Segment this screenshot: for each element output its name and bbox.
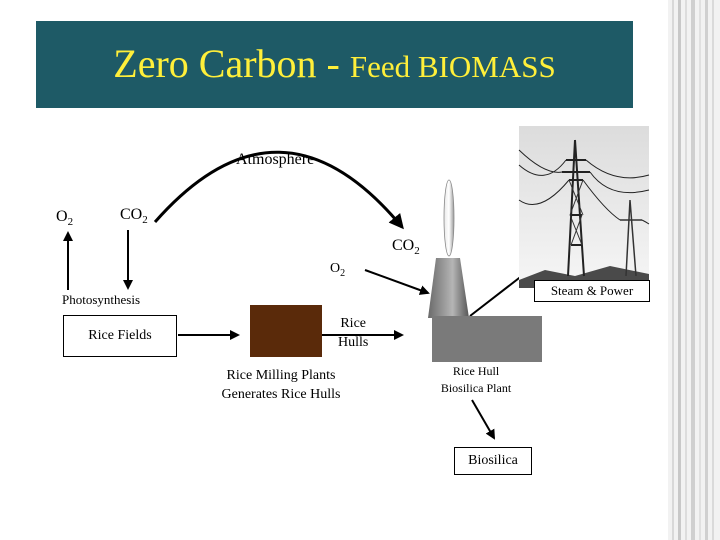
decorative-stripes [668,0,720,540]
arrow-to-biosilica [471,399,496,440]
label-co2-left: CO2 [120,206,148,227]
label-o2-mid: O2 [330,261,346,279]
label-atmosphere: Atmosphere [236,151,315,168]
label-rice-hulls: Rice Hulls [338,316,369,350]
rice-fields-label: Rice Fields [88,328,152,343]
biosilica-box: Biosilica [454,447,532,475]
biosilica-plant-building [432,316,542,362]
cooling-tower [428,258,469,318]
label-rice-milling: Rice Milling Plants Generates Rice Hulls [221,368,341,402]
arrow-o2-to-plant [364,269,430,295]
biosilica-label: Biosilica [468,453,518,468]
steam-power-box: Steam & Power [534,280,650,302]
label-o2-left: O2 [56,208,74,229]
milling-plant-box [250,305,322,357]
title-banner [36,21,633,108]
rice-fields-box: Rice Fields [63,315,177,357]
title-light-part: Feed BIOMASS [349,49,556,84]
label-photosynthesis: Photosynthesis [62,292,141,307]
label-co2-right: CO2 [392,237,420,258]
label-biosilica-plant: Rice Hull Biosilica Plant [440,364,512,395]
title-bold-part: Zero Carbon - [113,41,350,86]
power-lines-photo [518,126,650,288]
smokestack-plume [443,179,455,257]
slide-title: Zero Carbon - Feed BIOMASS [36,40,633,87]
arc-arrow-atmosphere [153,150,404,230]
steam-power-label: Steam & Power [550,283,634,298]
